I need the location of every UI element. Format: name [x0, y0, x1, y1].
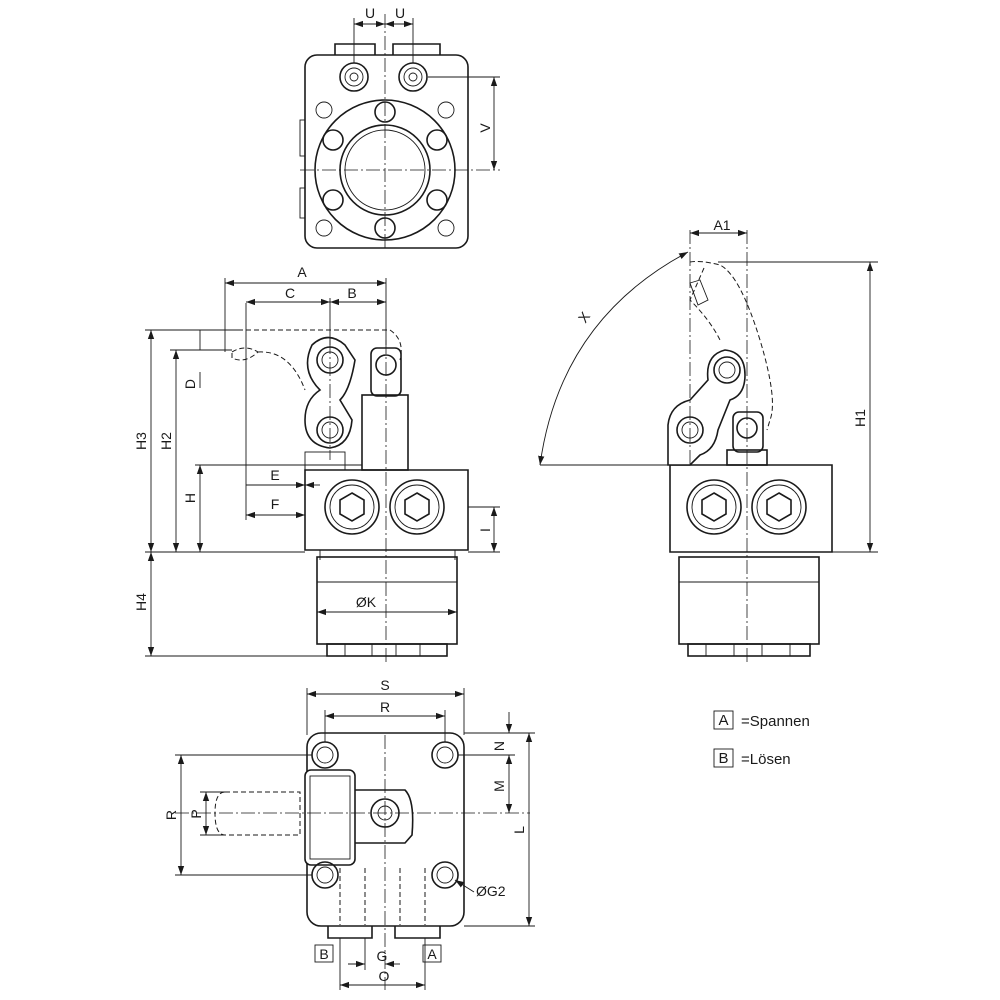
- top-view: U U V: [299, 5, 500, 250]
- legend-text-a: =Spannen: [741, 713, 810, 730]
- dim-g: G: [377, 948, 388, 964]
- bottom-view: S R R P N M L ØG2 G O: [163, 677, 535, 990]
- dim-h4: H4: [133, 593, 149, 611]
- dim-b: B: [347, 285, 356, 301]
- dim-u-left: U: [365, 5, 375, 21]
- dim-h2: H2: [158, 432, 174, 450]
- dim-i: I: [477, 528, 493, 532]
- dim-e: E: [270, 467, 279, 483]
- dim-r-left: R: [163, 810, 179, 820]
- legend: A =Spannen B =Lösen: [713, 710, 810, 768]
- dim-h1: H1: [852, 409, 868, 427]
- dim-o: O: [379, 968, 390, 984]
- legend-text-b: =Lösen: [741, 751, 791, 768]
- dim-x: X: [575, 308, 594, 325]
- dim-a1: A1: [713, 217, 730, 233]
- dim-h3: H3: [133, 432, 149, 450]
- dim-a: A: [297, 264, 307, 280]
- dim-v: V: [477, 123, 493, 133]
- dim-f: F: [271, 496, 280, 512]
- dim-u-right: U: [395, 5, 405, 21]
- dim-l: L: [511, 826, 527, 834]
- legend-key-a: A: [718, 712, 728, 729]
- port-box-b: B: [319, 946, 328, 962]
- dim-s: S: [380, 677, 389, 693]
- dim-h: H: [182, 493, 198, 503]
- dim-n: N: [491, 741, 507, 751]
- dim-p: P: [188, 809, 204, 818]
- dim-d: D: [182, 379, 198, 389]
- dim-c: C: [285, 285, 295, 301]
- side-view: A1 X H1: [538, 217, 878, 665]
- dim-k: ØK: [356, 594, 377, 610]
- legend-key-b: B: [718, 750, 728, 767]
- dim-m: M: [491, 780, 507, 792]
- front-view: A C B H3 H2 H H4 D E F I Ø: [133, 264, 500, 665]
- port-box-a: A: [427, 946, 437, 962]
- dim-g2: ØG2: [476, 883, 506, 899]
- dim-r-top: R: [380, 699, 390, 715]
